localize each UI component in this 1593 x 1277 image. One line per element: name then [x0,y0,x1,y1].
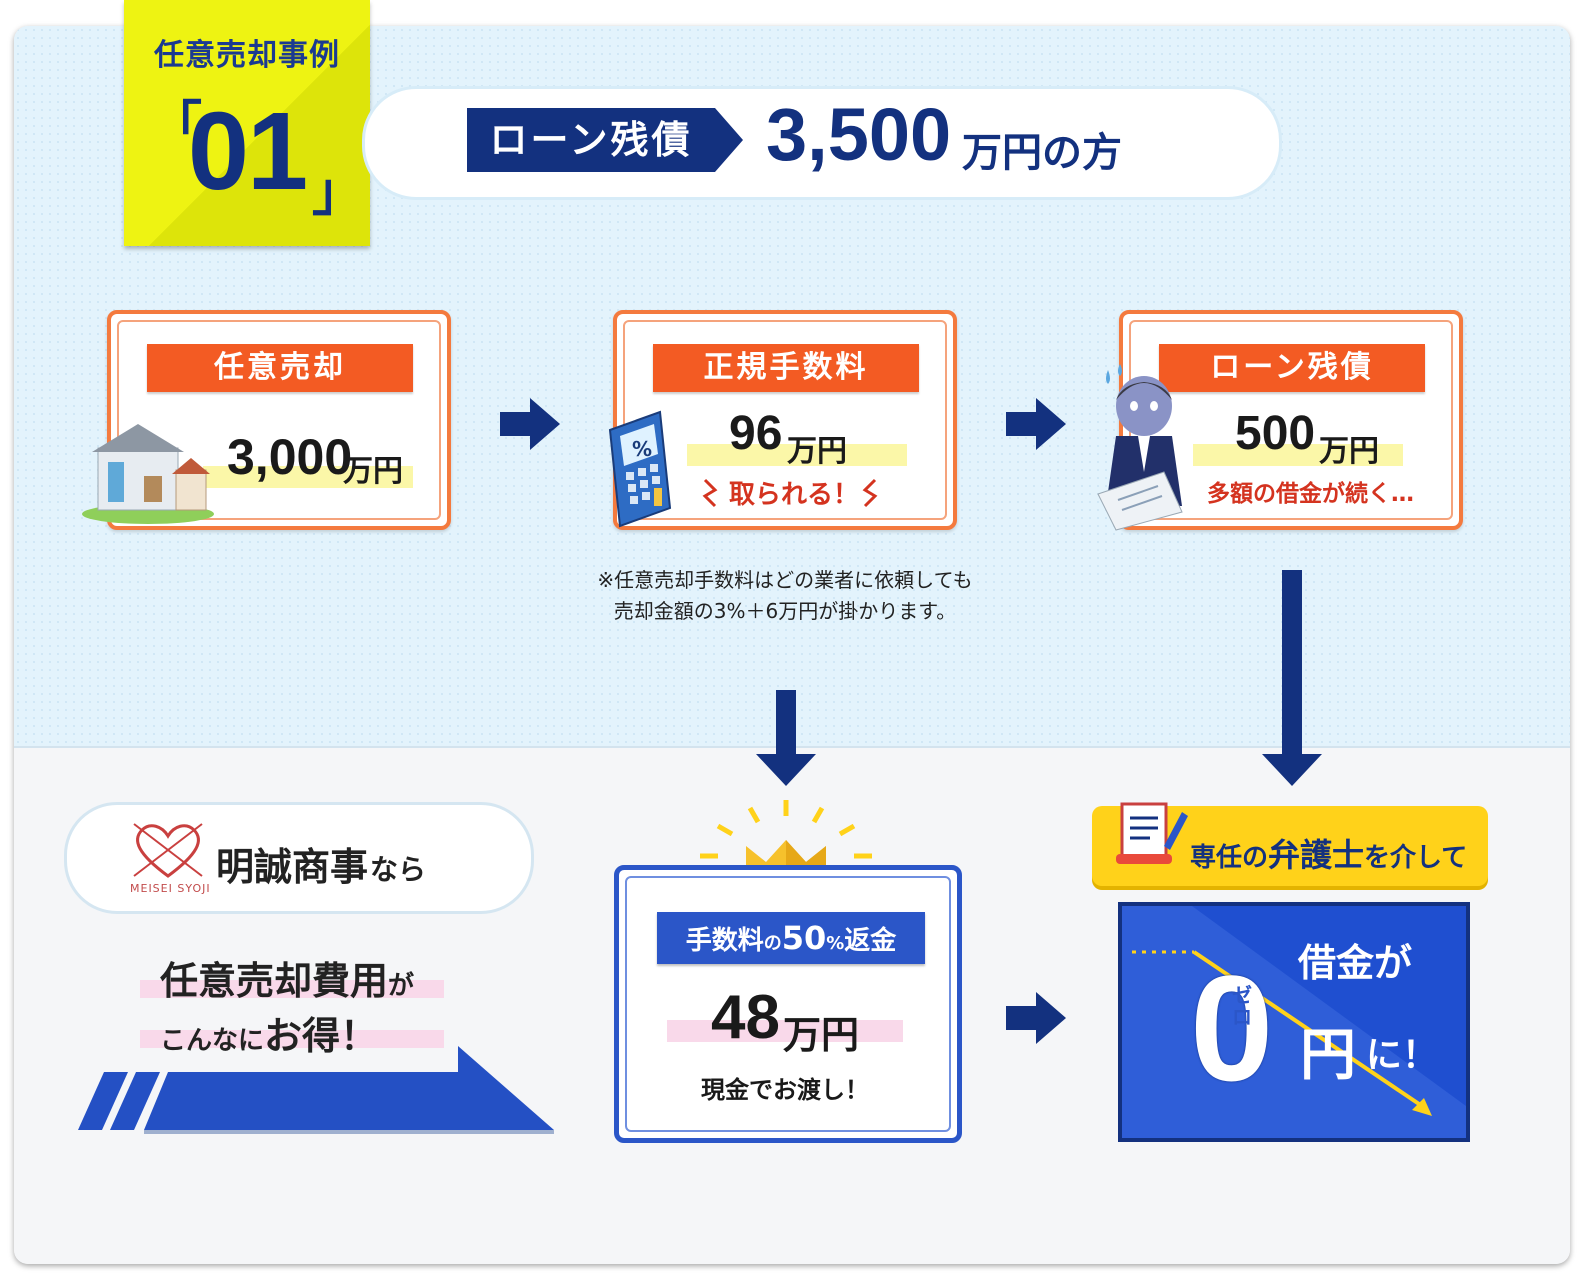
right-arrow-icon [500,398,560,450]
step-debt-title: ローン残債 [1159,344,1425,392]
zero-digit: 0 [1190,944,1274,1112]
step-sale-value: 3,000 [227,429,353,485]
benefit-line2: こんなにお得！ [160,1005,378,1060]
benefit-line1-particle: が [388,971,415,1001]
benefit-line1-main: 任意売却費用 [160,959,389,1003]
loan-header-amount: 3,500 [766,93,952,176]
step-fee-box: 正規手数料 96 万円 取られる！ [613,310,957,530]
step-fee-unit: 万円 [787,434,847,469]
step-debt-value: 500 [1235,407,1316,460]
zero-ruby: ゼロ [1232,983,1252,1029]
refund-unit: 万円 [783,1013,860,1057]
step-fee-title: 正規手数料 [653,344,919,392]
calculator-icon: % [608,410,672,528]
zero-unit: 円 [1300,1023,1356,1088]
zero-debt-box: 借金が 0 ゼロ 円 に！ [1118,902,1470,1142]
refund-title-fee: 手数料 [685,926,764,956]
refund-title-pct: % [826,933,845,954]
step-fee-value: 96 [729,407,783,460]
refund-sub: 現金でお渡し！ [701,1076,869,1104]
blue-ribbon-arrow [78,1046,554,1134]
bracket-open: 「 [150,97,203,157]
case-number: 01 [187,90,308,213]
benefit-line2-main: お得！ [264,1014,379,1058]
refund-title: 手数料の50%返金 [657,912,925,964]
step-debt-sub: 多額の借金が続く… [1207,481,1414,507]
meisei-logo-text: MEISEI SYOJI [130,882,211,895]
loan-header-tag: ローン残債 [467,108,715,172]
lawyer-pre: 専任の [1190,843,1269,873]
down-arrow-icon [756,690,816,786]
lightning-icon [702,478,718,508]
step-sale-unit: 万円 [343,454,403,489]
refund-box: 手数料の50%返金 48 万円 現金でお渡し！ [614,865,962,1143]
refund-title-no: の [763,933,782,954]
contract-icon [1116,802,1188,864]
lawyer-main: 弁護士 [1268,836,1365,874]
down-arrow-icon [1262,570,1322,786]
right-arrow-icon [1006,398,1066,450]
loan-tag-arrow [715,108,743,172]
fee-note-line2: 売却金額の3%＋6万円が掛かります。 [613,599,957,623]
loan-header-unit: 万円の方 [962,130,1122,176]
lawyer-post: を介して [1364,843,1468,873]
case-badge: 任意売却事例 「 01 [124,0,370,246]
step-sale-title: 任意売却 [147,344,413,392]
benefit-line2-prefix: こんなに [160,1026,265,1056]
bracket-close: 」 [312,163,365,223]
house-icon [82,424,214,524]
refund-value: 48 [711,983,780,1052]
meisei-logo-icon [133,823,203,878]
loan-header-pill [362,86,1282,200]
step-fee-sub: 取られる！ [729,480,860,510]
worried-man-icon [1097,364,1183,531]
benefit-line1: 任意売却費用が [160,950,414,1005]
lawyer-text: 専任の弁護士を介して [1190,830,1467,876]
right-arrow-icon [1006,992,1066,1044]
step-debt-unit: 万円 [1319,434,1379,469]
zero-suffix: に！ [1366,1035,1439,1076]
fee-note-line1: ※任意売却手数料はどの業者に依頼しても [597,568,973,592]
case-label: 任意売却事例 [154,38,340,73]
meisei-name: 明誠商事 [216,845,369,889]
fee-note: ※任意売却手数料はどの業者に依頼しても 売却金額の3%＋6万円が掛かります。 [560,565,1010,627]
meisei-suffix: なら [370,853,427,886]
refund-title-return: 返金 [844,926,897,956]
meisei-pill [64,802,534,914]
calc-percent: % [632,437,652,461]
lightning-icon [862,478,878,508]
zero-debt-backdrop [1122,906,1466,1138]
zero-title: 借金が [1298,941,1413,985]
refund-title-num: 50 [781,919,827,957]
